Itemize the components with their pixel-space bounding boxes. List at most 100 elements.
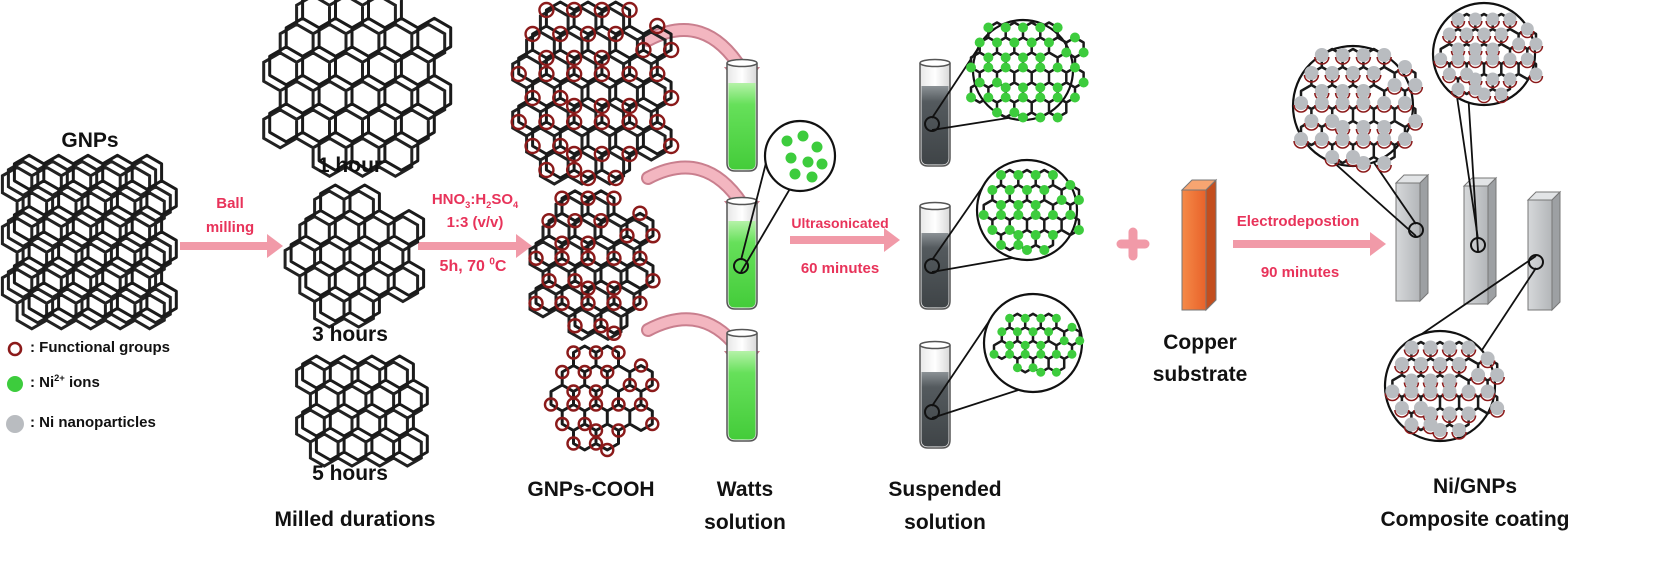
ni-nanoparticle xyxy=(1442,373,1457,388)
arrow-head xyxy=(516,234,532,258)
functional-group xyxy=(606,295,622,311)
ni-nanoparticle xyxy=(1451,42,1465,56)
functional-group xyxy=(1413,365,1429,374)
functional-group xyxy=(645,273,661,289)
functional-group xyxy=(580,250,596,266)
ni-nanoparticle xyxy=(1486,12,1500,26)
functional-group xyxy=(1403,349,1420,358)
suspension-tube-2 xyxy=(919,201,951,310)
ni-nanoparticle xyxy=(1356,120,1371,134)
step-ratio: 1:3 (v/v) xyxy=(446,214,504,231)
functional-group xyxy=(1460,349,1477,358)
ni-nanoparticle xyxy=(1304,114,1319,128)
ni-nanoparticle xyxy=(1314,96,1329,110)
ni-nanoparticle xyxy=(1304,66,1319,80)
functional-group xyxy=(554,235,570,251)
ni-nanoparticle xyxy=(1503,72,1517,86)
functional-group xyxy=(588,436,604,451)
arrow-acid-treatment xyxy=(418,234,532,258)
ni-nanoparticle xyxy=(1480,384,1495,399)
functional-group xyxy=(621,1,638,19)
functional-group xyxy=(1376,140,1392,149)
zoom-suspension-2 xyxy=(924,158,1084,274)
functional-group xyxy=(645,228,661,244)
tube-rim xyxy=(919,58,951,68)
functional-group xyxy=(1470,376,1486,385)
functional-group xyxy=(1485,80,1500,89)
ni-nanoparticle xyxy=(1377,120,1392,134)
functional-group xyxy=(524,25,541,43)
ni-nanoparticle xyxy=(1520,52,1534,66)
functional-group xyxy=(1293,104,1309,113)
functional-group xyxy=(621,113,638,131)
graphene-layer xyxy=(295,360,423,468)
functional-group xyxy=(1314,140,1330,149)
functional-group xyxy=(1502,20,1518,29)
functional-group xyxy=(1422,349,1439,358)
ni-nanoparticle xyxy=(1335,120,1350,134)
focus-ring xyxy=(1470,237,1486,253)
ni-nanoparticle xyxy=(1451,12,1465,26)
functional-group xyxy=(1386,86,1403,95)
functional-group xyxy=(1355,164,1372,173)
suspension-tube-1 xyxy=(919,58,951,167)
ni-ion xyxy=(1020,340,1030,350)
focus-ring xyxy=(924,404,940,420)
functional-group xyxy=(1407,86,1424,95)
label-1-hour: 1 hour xyxy=(317,154,383,177)
ni-nanoparticle xyxy=(1335,96,1350,110)
graphene-lattice xyxy=(289,183,426,323)
ni-ion xyxy=(1035,62,1046,73)
ni-nanoparticle xyxy=(1387,78,1402,92)
ni-ion xyxy=(987,185,998,195)
arrow-shaft xyxy=(790,236,886,244)
ni-ion xyxy=(1012,327,1022,337)
ni-ion xyxy=(1052,22,1063,33)
ni-ion xyxy=(996,200,1007,210)
step-electrodeposition: Electrodepostion xyxy=(1236,213,1360,230)
functional-group xyxy=(1441,415,1458,424)
tube-rim xyxy=(919,340,951,350)
functional-group xyxy=(538,49,555,67)
label-watts: Watts xyxy=(716,478,774,501)
label-copper: Copper xyxy=(1163,331,1237,354)
ni-ion xyxy=(797,130,809,142)
ni-ion xyxy=(1069,62,1080,73)
functional-group xyxy=(1355,56,1372,65)
functional-group xyxy=(1460,393,1477,402)
ni-nanoparticle xyxy=(1477,87,1491,101)
functional-group xyxy=(1403,393,1420,402)
functional-group xyxy=(1397,104,1413,113)
functional-group xyxy=(622,377,637,393)
functional-group xyxy=(1451,365,1467,374)
ni-ion xyxy=(1052,62,1063,73)
sheet-cooh-1 xyxy=(510,0,680,187)
ni-nanoparticle xyxy=(1314,132,1329,146)
ni-ion xyxy=(1022,185,1032,195)
ni-ion xyxy=(1026,37,1037,48)
functional-group xyxy=(552,25,569,43)
ni-ion xyxy=(992,77,1003,88)
ni-nanoparticle xyxy=(1385,384,1400,399)
ni-nanoparticle xyxy=(1486,72,1500,86)
ni-ion xyxy=(1044,327,1054,337)
functional-group xyxy=(1476,95,1492,104)
functional-group xyxy=(580,295,596,311)
watts-tube-1 xyxy=(726,58,758,172)
label-5-hours: 5 hours xyxy=(312,462,388,485)
functional-group xyxy=(1433,60,1448,69)
ni-ion xyxy=(983,52,994,63)
arrow-ultrasonication xyxy=(790,228,900,252)
ni-ion xyxy=(1013,230,1024,240)
functional-group-marker xyxy=(7,341,23,357)
ni-ion xyxy=(983,92,994,103)
sheet-cooh-2 xyxy=(528,189,661,342)
step-milling: milling xyxy=(205,219,255,236)
graphene-lattice xyxy=(268,0,453,172)
ni-nanoparticle xyxy=(1423,384,1438,399)
ni-ion xyxy=(997,327,1007,337)
sheet-3-hours xyxy=(283,183,426,329)
sheet-1-hour xyxy=(262,0,453,179)
ni-nanoparticle xyxy=(1451,82,1465,96)
